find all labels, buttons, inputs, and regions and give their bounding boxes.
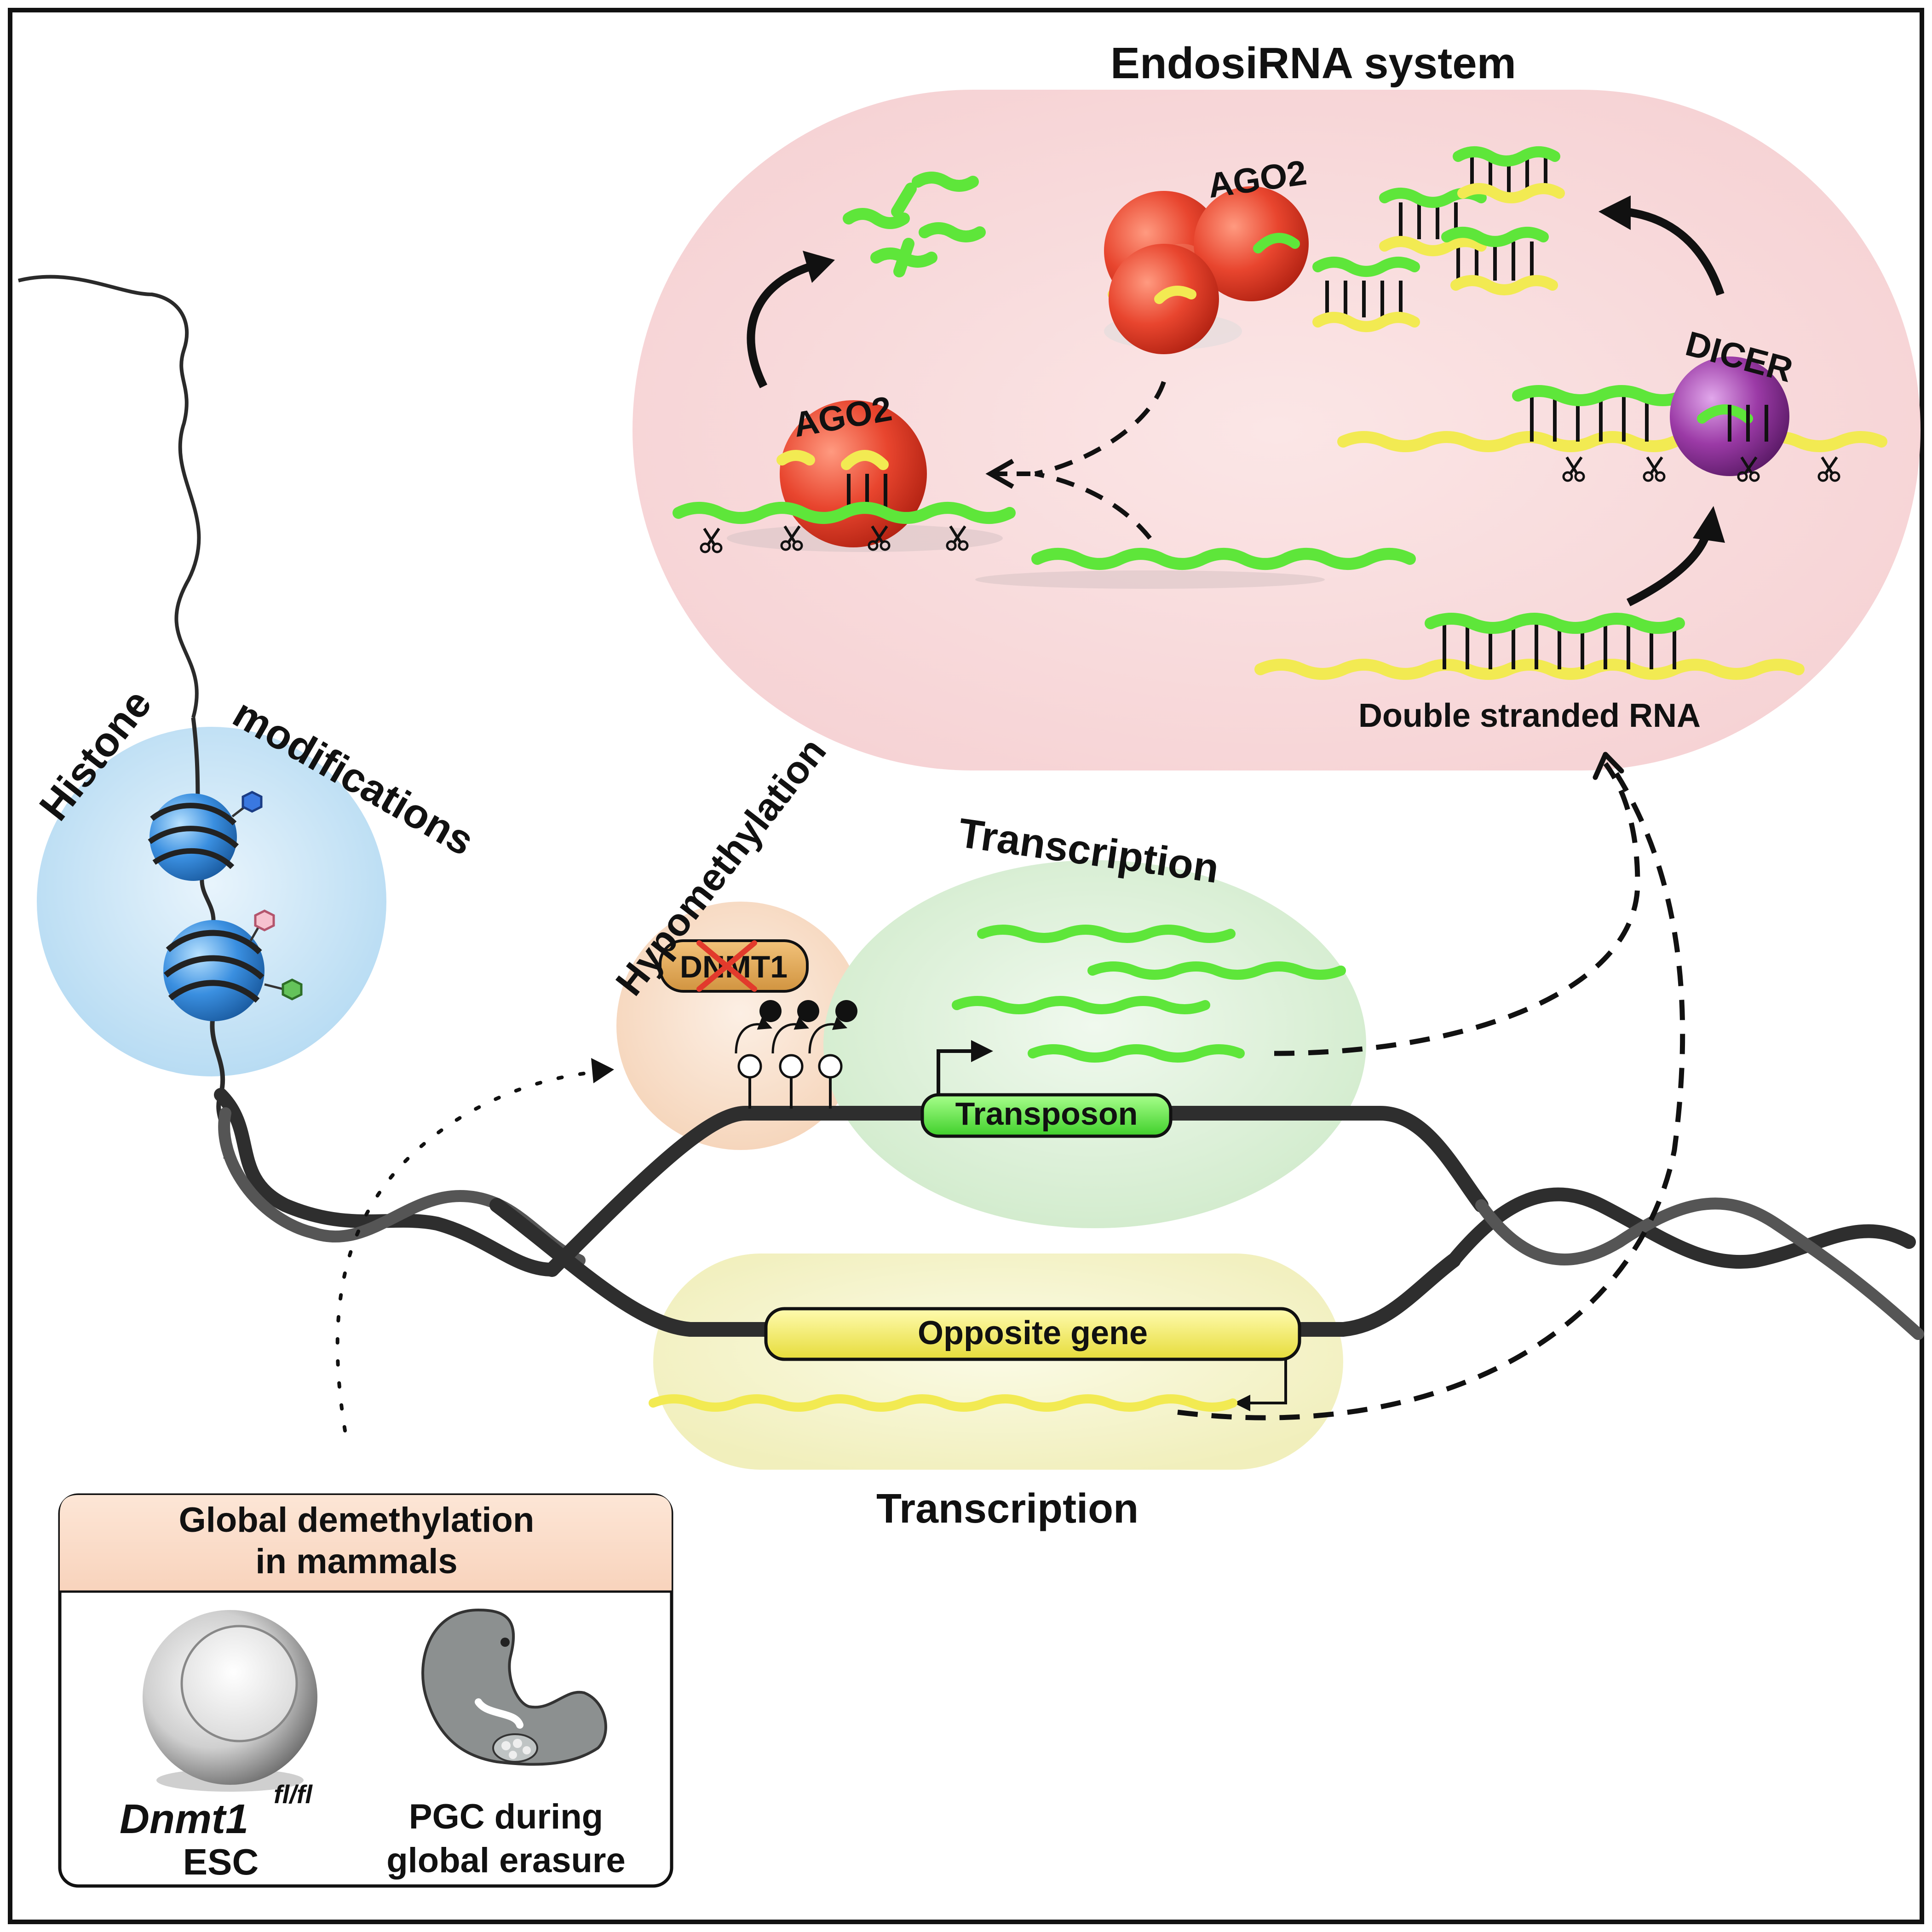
ago2-release-arrowhead	[803, 251, 835, 283]
dsrna-arrowhead	[1593, 752, 1624, 780]
dnmt1-crossed: DNMT1	[659, 939, 809, 993]
ago2-top-complex	[1104, 186, 1309, 354]
cell-name: Dnmt1	[120, 1796, 248, 1842]
esc-cell-icon	[143, 1610, 317, 1792]
target-rna	[975, 548, 1416, 589]
endosirna-title: EndosiRNA system	[1110, 39, 1516, 88]
sirna-fragments	[843, 172, 986, 277]
ago2-slicing-complex	[673, 400, 1016, 552]
transposon-promoter-arrow	[937, 1040, 993, 1095]
dicer-complex	[1337, 356, 1887, 481]
ago2-loading-arrow-upper	[1034, 381, 1166, 476]
dsrna-to-dicer-arrowhead	[1693, 506, 1725, 543]
methyl-groups	[735, 1000, 857, 1054]
embryo-label-line2: global erasure	[386, 1841, 626, 1880]
dicer-release-arrowhead	[1598, 196, 1631, 230]
transcription-bubble	[823, 860, 1366, 1228]
ago2-release-arrow	[747, 263, 811, 389]
embryo-label-line1: PGC during	[409, 1797, 603, 1836]
transposon-label: Transposon	[955, 1096, 1138, 1132]
opposite-transcription-bubble	[653, 1254, 1343, 1470]
opposite-promoter-arrow	[1234, 1359, 1287, 1411]
hypomethylation-arrowhead	[591, 1058, 614, 1083]
dnmt1-label: DNMT1	[680, 949, 788, 984]
unmethylated-cpg	[737, 1054, 843, 1109]
nucleosome-lower	[163, 920, 264, 1021]
histone-mark-pink	[249, 909, 275, 942]
chromatin-strand	[18, 275, 201, 719]
nucleosome-upper	[148, 794, 239, 881]
dsrna-label: Double stranded RNA	[1358, 697, 1701, 734]
global-demethylation-box: Global demethylation in mammals Dnmt1 fl…	[58, 1493, 673, 1888]
transcription-bottom-label: Transcription	[876, 1486, 1138, 1532]
demethylation-to-hypomethylation-arrow	[335, 1070, 600, 1432]
dna-double-helix	[214, 1088, 1924, 1340]
transposon-box: Transposon	[920, 1093, 1173, 1138]
cell-superscript: fl/fl	[274, 1780, 313, 1809]
ago2-loading-arrow-lower	[1035, 472, 1152, 540]
transposon-transcripts	[952, 925, 1346, 1063]
transposon-to-dsrna-arrow	[1274, 762, 1640, 1056]
histone-mark-blue	[231, 791, 263, 817]
opposite-gene-box: Opposite gene	[764, 1307, 1301, 1361]
double-stranded-rna	[1254, 613, 1805, 680]
sirna-duplexes	[1312, 146, 1565, 332]
opposite-to-dsrna-arrow	[1177, 762, 1685, 1420]
dsrna-to-dicer-arrow	[1626, 532, 1711, 607]
legend-title-line1: Global demethylation	[179, 1501, 535, 1540]
legend-title-line2: in mammals	[255, 1542, 457, 1581]
opposite-transcript	[649, 1394, 1237, 1412]
endosirna-panel	[632, 90, 1920, 770]
pgc-embryo-icon	[421, 1608, 607, 1766]
cell-type: ESC	[183, 1841, 259, 1882]
dicer-release-arrow	[1623, 207, 1725, 296]
opposite-gene-label: Opposite gene	[918, 1315, 1148, 1351]
histone-mark-green	[264, 978, 303, 1000]
